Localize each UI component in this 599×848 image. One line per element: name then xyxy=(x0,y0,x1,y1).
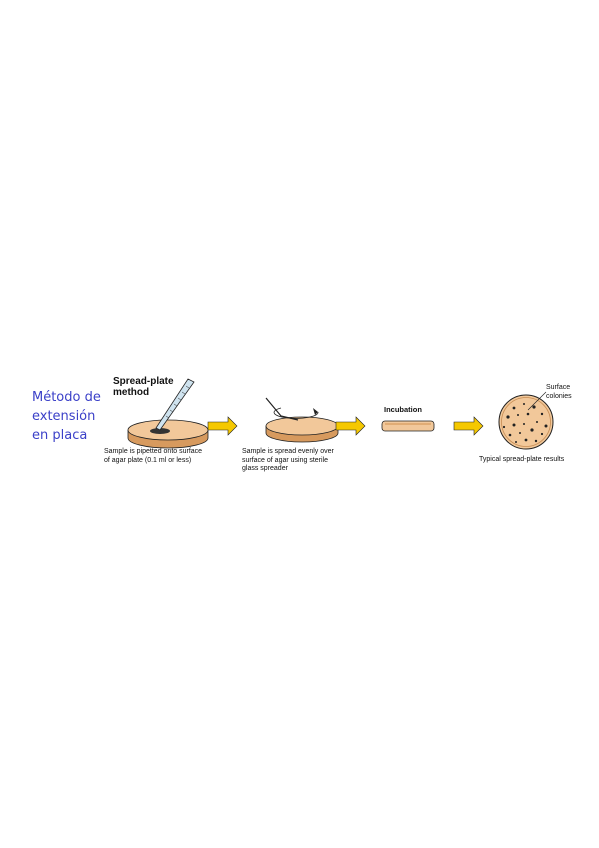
method-label: Método de extensión en placa xyxy=(32,388,112,445)
result-caption: Typical spread-plate results xyxy=(479,456,564,465)
method-label-line-1: Método de xyxy=(32,390,101,405)
sample-drop xyxy=(150,428,170,434)
diagram-title-line-2: method xyxy=(113,387,150,398)
result-plate xyxy=(498,394,554,450)
surface-colonies-line-1: Surface xyxy=(546,384,571,391)
step2-caption: Sample is spread evenly over surface of … xyxy=(242,448,334,474)
surface-colonies-line-2: colonies xyxy=(546,392,572,400)
step1-caption: Sample is pipetted onto surface of agar … xyxy=(104,448,202,465)
surface-colonies-label: Surface colonies xyxy=(546,384,572,401)
step2-caption-line-1: Sample is spread evenly over xyxy=(242,448,334,455)
diagram-title-line-1: Spread-plate xyxy=(113,376,174,387)
agar-plate-step1 xyxy=(127,419,209,449)
incubated-plate xyxy=(381,420,435,432)
result-caption-text: Typical spread-plate results xyxy=(479,456,565,463)
arrow-icon-2 xyxy=(335,416,366,436)
method-label-line-2: extensión xyxy=(32,409,96,424)
method-label-line-3: en placa xyxy=(32,428,88,443)
step1-caption-line-1: Sample is pipetted onto surface xyxy=(104,448,203,455)
colony-dots xyxy=(502,403,548,443)
step2-caption-line-3: glass spreader xyxy=(242,465,288,472)
spread-plate-diagram: Spread-plate method Sample is pipetted o… xyxy=(96,370,596,480)
incubation-label: Incubation xyxy=(384,405,422,414)
diagram-title: Spread-plate method xyxy=(113,376,174,398)
colonies-pointer xyxy=(527,391,547,411)
diagram-graphics xyxy=(127,378,554,450)
arrow-icon-1 xyxy=(207,416,238,436)
pipette-icon xyxy=(155,378,195,431)
arrow-icon-3 xyxy=(453,416,484,436)
step1-caption-line-2: of agar plate (0.1 ml or less) xyxy=(104,456,192,464)
glass-spreader-icon xyxy=(265,397,319,421)
agar-plate-step2 xyxy=(265,416,339,443)
step2-caption-line-2: surface of agar using sterile xyxy=(242,456,328,464)
